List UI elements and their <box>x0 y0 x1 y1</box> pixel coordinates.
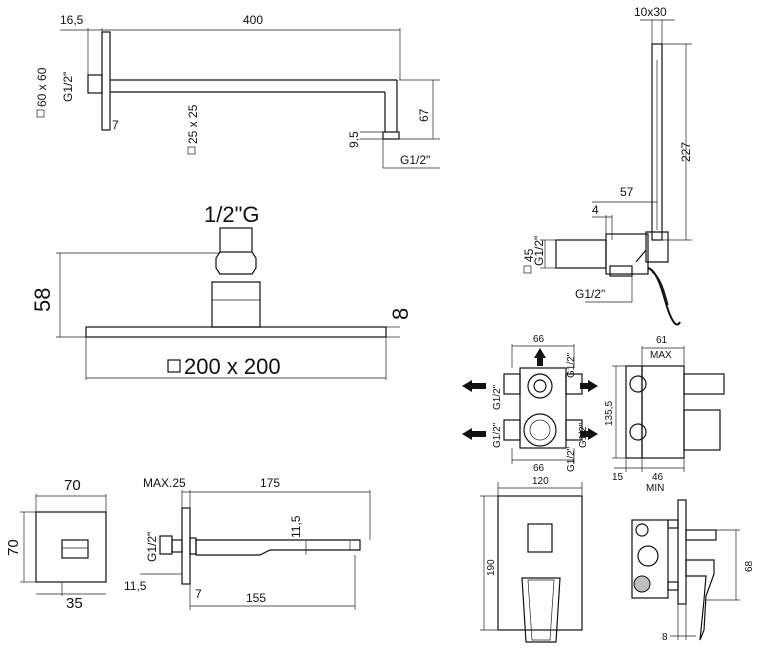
hand-dim-45: 45 <box>522 248 536 262</box>
spout-dim-11-5-b: 11,5 <box>124 579 147 593</box>
spout-dim-70-width: 70 <box>64 477 81 494</box>
spout-dim-max25: MAX.25 <box>143 476 186 490</box>
square-symbol-icon <box>187 146 196 155</box>
shower-arm-drawing: 16,5 400 60 x 60 G1/2" 7 25 x 25 9,5 67 … <box>35 13 440 169</box>
hand-dim-227: 227 <box>679 142 693 162</box>
arm-dim-9-5: 9,5 <box>347 131 361 148</box>
valve-dim-46: 46 <box>652 472 664 483</box>
arm-dim-25x25: 25 x 25 <box>186 104 200 144</box>
valve-dim-g12-3: G1/2" <box>492 422 503 448</box>
arrow-up-icon <box>534 348 546 366</box>
spout-dim-70-height: 70 <box>5 539 22 556</box>
hand-shower-drawing: 10x30 227 57 4 45 G1/2" G1/2" <box>522 5 693 326</box>
arm-dim-60x60: 60 x 60 <box>35 67 49 107</box>
arm-dim-67: 67 <box>417 108 431 122</box>
plate-dim-120: 120 <box>532 476 549 487</box>
valve-dim-g12-4: G1/2" <box>578 422 589 448</box>
hand-dim-4: 4 <box>592 203 599 217</box>
arm-dim-7: 7 <box>112 118 119 132</box>
valve-dim-66-top: 66 <box>533 334 545 345</box>
spout-dim-175: 175 <box>260 476 280 490</box>
shower-head-drawing: 1/2"G 58 8 200 x 200 <box>30 202 413 380</box>
spout-dim-g12: G1/2" <box>145 532 159 562</box>
plate-dim-190: 190 <box>486 559 497 576</box>
hand-dim-57: 57 <box>620 185 634 199</box>
arrow-left-icon <box>462 380 486 392</box>
arm-dim-400: 400 <box>243 13 263 27</box>
arm-dim-16-5: 16,5 <box>60 13 84 27</box>
control-plate-side: 68 8 <box>631 499 755 643</box>
valve-dim-g12-1: G1/2" <box>566 352 577 378</box>
valve-dim-61: 61 <box>656 335 668 346</box>
valve-dim-135-5: 135,5 <box>604 401 615 426</box>
valve-dim-15: 15 <box>612 472 624 483</box>
valve-dim-g12-2: G1/2" <box>492 384 503 410</box>
hand-dim-10x30: 10x30 <box>634 5 667 19</box>
valve-body-front: 66 G1/2" G1/2" G1/2" G1/2" G1/2" 66 <box>462 334 598 474</box>
square-symbol-icon <box>36 109 45 118</box>
square-symbol-icon <box>167 359 181 373</box>
control-plate-front: 120 190 <box>480 476 583 643</box>
spout-dim-7: 7 <box>195 587 202 601</box>
spout-dim-11-5-a: 11,5 <box>289 515 303 538</box>
plate-dim-68: 68 <box>744 560 755 572</box>
arrow-left-icon <box>462 428 486 440</box>
head-dim-58: 58 <box>30 288 55 312</box>
valve-dim-min: MIN <box>646 483 664 494</box>
plate-dim-8: 8 <box>662 632 668 643</box>
head-dim-8: 8 <box>388 308 413 320</box>
square-symbol-icon <box>523 265 532 274</box>
hand-dim-g12-b: G1/2" <box>575 287 605 301</box>
spout-dim-155: 155 <box>246 591 266 605</box>
valve-dim-g12-5: G1/2" <box>566 446 577 472</box>
arm-dim-g12-bottom: G1/2" <box>400 153 430 167</box>
arrow-left-icon <box>580 380 598 392</box>
arm-dim-g12: G1/2" <box>61 72 75 102</box>
valve-body-side: 61 MAX 135,5 15 46 MIN <box>604 335 725 494</box>
spout-front: 70 70 35 <box>5 477 107 612</box>
spout-dim-35: 35 <box>66 595 83 612</box>
head-dim-200x200: 200 x 200 <box>184 354 281 379</box>
valve-dim-max: MAX <box>650 350 672 361</box>
head-dim-12g: 1/2"G <box>204 202 260 227</box>
spout-side: MAX.25 175 G1/2" 11,5 11,5 7 155 <box>124 476 371 610</box>
hand-dim-g12-a: G1/2" <box>532 236 546 266</box>
arrow-left-icon <box>580 428 598 440</box>
valve-dim-66-bottom: 66 <box>533 463 545 474</box>
